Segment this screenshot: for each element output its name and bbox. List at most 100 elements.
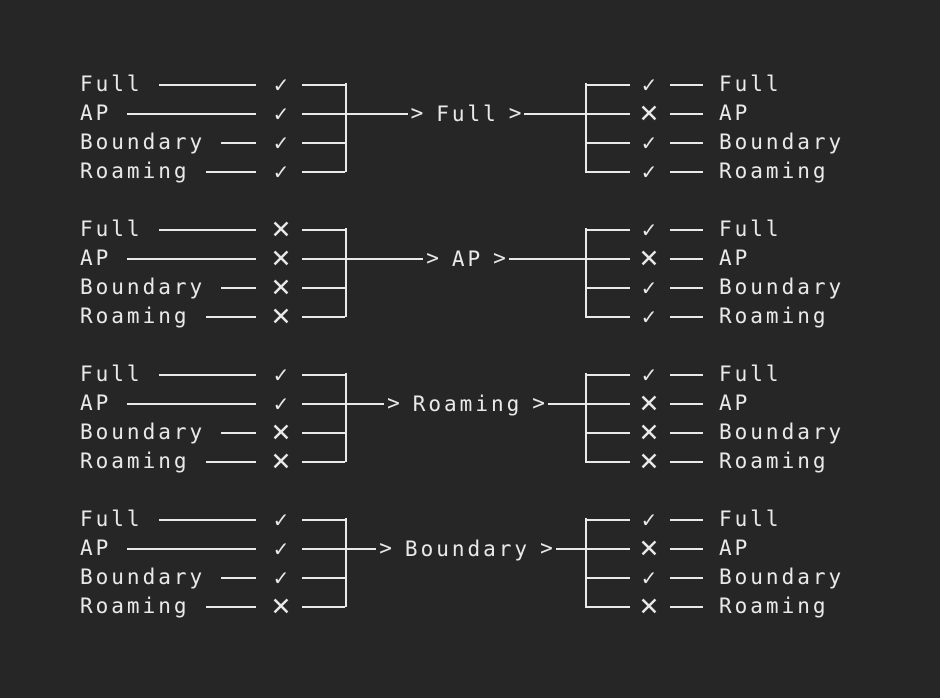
branch-bracket-line bbox=[585, 373, 587, 462]
connector-line bbox=[670, 431, 703, 434]
arrow-head-icon: > bbox=[532, 391, 545, 415]
source-row: AP✓ bbox=[80, 389, 345, 418]
connector-line bbox=[302, 257, 345, 260]
connector-line bbox=[302, 228, 345, 231]
target-row: ✓Full bbox=[585, 70, 875, 99]
target-row: ✓Boundary bbox=[585, 273, 875, 302]
cross-icon: ✕ bbox=[638, 99, 660, 128]
connector-line bbox=[670, 605, 703, 608]
check-icon: ✓ bbox=[640, 217, 658, 242]
connector-line bbox=[524, 112, 588, 115]
transition-group-roaming: Full✓ AP✓ Boundary✕ Roaming✕ >Roaming> ✓… bbox=[80, 360, 880, 477]
connector-line bbox=[345, 257, 424, 260]
source-label: Full bbox=[80, 362, 143, 386]
connector-line bbox=[585, 460, 630, 463]
target-label: Roaming bbox=[719, 159, 829, 183]
merge-bracket-line bbox=[345, 373, 347, 462]
merge-bracket-line bbox=[345, 83, 347, 172]
connector-line bbox=[221, 431, 256, 434]
connector-line bbox=[670, 112, 703, 115]
source-label: Roaming bbox=[80, 594, 190, 618]
check-icon: ✓ bbox=[640, 159, 658, 184]
source-label: AP bbox=[80, 246, 112, 270]
connector-line bbox=[585, 112, 630, 115]
connector-line bbox=[670, 83, 703, 86]
cross-icon: ✕ bbox=[638, 244, 660, 273]
target-row: ✕Roaming bbox=[585, 592, 875, 621]
connector-line bbox=[585, 373, 630, 376]
connector-line bbox=[345, 402, 385, 405]
target-row: ✓ Boundary bbox=[585, 563, 875, 592]
check-icon: ✓ bbox=[640, 130, 658, 155]
check-icon: ✓ bbox=[272, 72, 290, 97]
check-icon: ✓ bbox=[272, 507, 290, 532]
source-row: Boundary✓ bbox=[80, 128, 345, 157]
connector-line bbox=[302, 402, 345, 405]
cross-icon: ✕ bbox=[638, 534, 660, 563]
source-label: AP bbox=[80, 536, 112, 560]
source-row: Boundary✕ bbox=[80, 273, 345, 302]
target-label: Boundary bbox=[719, 565, 845, 589]
connector-line bbox=[205, 605, 256, 608]
arrow-head-icon: > bbox=[540, 536, 553, 560]
connector-line bbox=[302, 141, 345, 144]
connector-line bbox=[302, 83, 345, 86]
source-row: Full ✓ bbox=[80, 70, 345, 99]
source-label: Roaming bbox=[80, 159, 190, 183]
check-icon: ✓ bbox=[640, 565, 658, 590]
connector-line bbox=[670, 373, 703, 376]
connector-line bbox=[127, 257, 256, 260]
connector-line bbox=[670, 286, 703, 289]
connector-line bbox=[127, 112, 256, 115]
source-row: Roaming✓ bbox=[80, 157, 345, 186]
connector-line bbox=[345, 112, 408, 115]
connector-line bbox=[585, 518, 630, 521]
merge-bracket-line bbox=[345, 228, 347, 317]
source-label: Roaming bbox=[80, 449, 190, 473]
source-row: AP ✕ bbox=[80, 244, 345, 273]
transition-group-ap: Full✕ AP✕ Boundary✕ Roaming✕ >AP> ✓Full … bbox=[80, 215, 880, 332]
connector-line bbox=[585, 286, 630, 289]
connector-line bbox=[302, 431, 345, 434]
check-icon: ✓ bbox=[640, 304, 658, 329]
connector-line bbox=[221, 576, 256, 579]
cross-icon: ✕ bbox=[270, 447, 292, 476]
connector-line bbox=[158, 373, 256, 376]
cross-icon: ✕ bbox=[270, 244, 292, 273]
center-node: >Boundary> bbox=[345, 534, 587, 563]
arrow-head-icon: > bbox=[493, 246, 506, 270]
center-node-label: Boundary bbox=[404, 536, 531, 561]
check-icon: ✓ bbox=[272, 565, 290, 590]
connector-line bbox=[205, 170, 256, 173]
center-node: >Full> bbox=[345, 99, 588, 128]
branch-bracket-line bbox=[585, 83, 587, 172]
connector-line bbox=[585, 83, 630, 86]
target-row: ✕AP bbox=[585, 534, 875, 563]
target-row: ✓Full bbox=[585, 360, 875, 389]
target-row: ✕AP bbox=[585, 244, 875, 273]
cross-icon: ✕ bbox=[638, 389, 660, 418]
check-icon: ✓ bbox=[272, 101, 290, 126]
target-label: Boundary bbox=[719, 420, 845, 444]
center-node: >AP> bbox=[345, 244, 588, 273]
target-label: Roaming bbox=[719, 594, 829, 618]
connector-line bbox=[158, 518, 256, 521]
target-row: ✓ Roaming bbox=[585, 157, 875, 186]
cross-icon: ✕ bbox=[638, 447, 660, 476]
source-row: Roaming✕ bbox=[80, 302, 345, 331]
connector-line bbox=[670, 518, 703, 521]
source-label: Boundary bbox=[80, 565, 206, 589]
connector-line bbox=[158, 228, 256, 231]
check-icon: ✓ bbox=[640, 507, 658, 532]
connector-line bbox=[302, 315, 345, 318]
target-label: Full bbox=[719, 217, 782, 241]
connector-line bbox=[508, 257, 588, 260]
connector-line bbox=[302, 547, 345, 550]
connector-line bbox=[585, 547, 630, 550]
target-label: Boundary bbox=[719, 130, 845, 154]
check-icon: ✓ bbox=[272, 362, 290, 387]
target-label: Full bbox=[719, 507, 782, 531]
target-row: ✕Boundary bbox=[585, 418, 875, 447]
source-label: Full bbox=[80, 72, 143, 96]
